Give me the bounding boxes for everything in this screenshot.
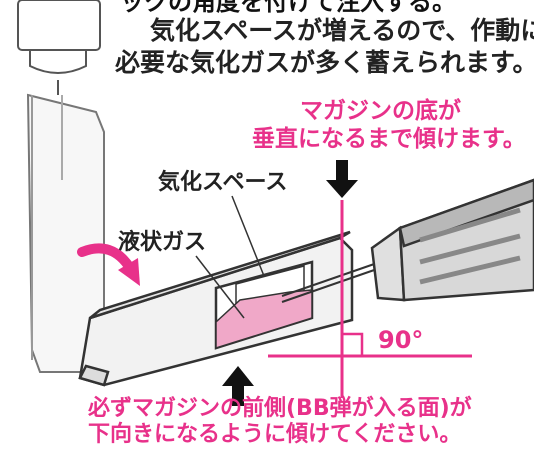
angle-label: 90° — [378, 326, 424, 354]
liquid-gas-fill — [215, 289, 313, 350]
gas-can-icon — [370, 178, 534, 302]
gas-can-top-icon — [17, 0, 101, 95]
intro-line-1: 気化スペースが増えるので、作動に — [150, 16, 534, 45]
liquid-label-leader — [195, 255, 245, 319]
tilt-note-line-2: 垂直になるまで傾けます。 — [252, 126, 526, 152]
banner-text: ックの角度を付けて注入する。 — [120, 0, 456, 16]
gas-nozzle-line — [281, 261, 381, 303]
bottom-note-line-1: 必ずマガジンの前側(BB弾が入る面)が — [88, 396, 472, 421]
down-arrow-icon — [326, 160, 358, 198]
vapor-space-label: 気化スペース — [158, 170, 288, 195]
vapor-label-leader — [231, 195, 265, 277]
bottom-note-line-2: 下向きになるように傾けてください。 — [88, 422, 462, 447]
right-angle-icon — [342, 332, 364, 356]
intro-line-2: 必要な気化ガスが多く蓄えられます。 — [115, 48, 534, 77]
top-banner-bg — [0, 0, 534, 12]
tilt-note-line-1: マガジンの底が — [300, 98, 461, 124]
curved-arrow-icon — [77, 243, 140, 286]
liquid-gas-label: 液状ガス — [118, 230, 207, 255]
up-arrow-icon — [222, 366, 254, 406]
